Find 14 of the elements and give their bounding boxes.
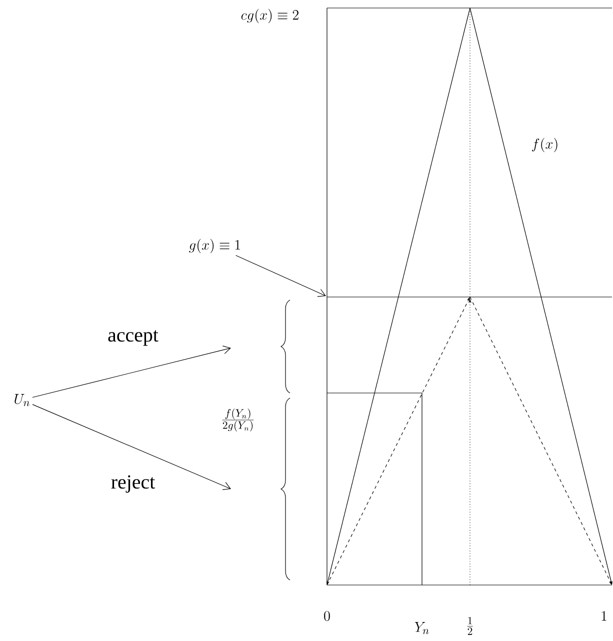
curve-label: $f(x)$ [532, 138, 558, 152]
edge-label: accept [106, 329, 160, 347]
tick-label: $1$ [602, 611, 606, 621]
arrow [32, 346, 231, 398]
arrow [32, 404, 231, 490]
math-variable: $U_n$ [14, 394, 30, 406]
tick-label: $\frac{1}{2}$ [467, 616, 473, 635]
function-label: $g(x) \equiv 1$ [189, 238, 240, 254]
fraction-label: $\frac{f(Y_n)}{2g(Y_n)}$ [222, 408, 254, 432]
arrow [235, 255, 326, 297]
tick-label: $Y_n$ [414, 622, 429, 634]
axis-label: $cg(x) \equiv 2$ [241, 8, 298, 24]
edge-label: reject [110, 474, 156, 494]
tick-label: $0$ [324, 611, 330, 621]
